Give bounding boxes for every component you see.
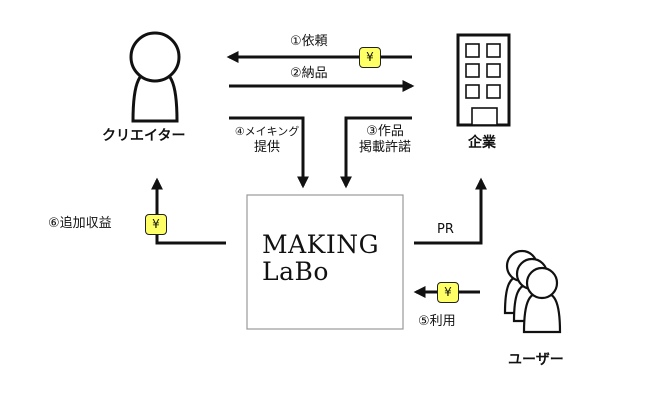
flow-6-label: ⑥追加収益 xyxy=(48,216,112,231)
platform-name: MAKING LaBo xyxy=(262,231,379,285)
flow-pr-label: PR xyxy=(437,222,454,237)
flow-3-arrow xyxy=(340,116,412,189)
company-label: 企業 xyxy=(468,135,496,151)
flow-2-label: ②納品 xyxy=(290,66,328,81)
money-badge-flow-1: ¥ xyxy=(359,47,381,68)
flow-1-label: ①依頼 xyxy=(290,34,328,49)
flow-4-label-line1: ④メイキング xyxy=(234,125,300,138)
flow-4-label-line2: 提供 xyxy=(253,140,280,155)
money-badge-flow-5: ¥ xyxy=(437,282,459,303)
creator-person-icon xyxy=(129,31,181,123)
flow-6-arrow xyxy=(151,177,226,245)
creator-label: クリエイター xyxy=(102,128,186,144)
flow-4-label: ④メイキング 提供 xyxy=(234,124,300,156)
money-badge-flow-6: ¥ xyxy=(145,214,167,235)
flow-5-label: ⑤利用 xyxy=(418,314,456,329)
flow-3-label-line1: ③作品 xyxy=(366,124,404,139)
users-group-icon xyxy=(503,249,562,334)
flow-pr-arrow xyxy=(414,177,487,245)
company-building-icon xyxy=(456,33,511,127)
users-label: ユーザー xyxy=(508,352,564,368)
platform-box xyxy=(246,194,404,330)
platform-name-line1: MAKING xyxy=(262,230,380,259)
flow-3-label-line2: 掲載許諾 xyxy=(358,140,411,155)
flow-3-label: ③作品 掲載許諾 xyxy=(352,124,418,156)
platform-name-line2: LaBo xyxy=(262,257,329,286)
flow-4-arrow xyxy=(229,116,309,189)
